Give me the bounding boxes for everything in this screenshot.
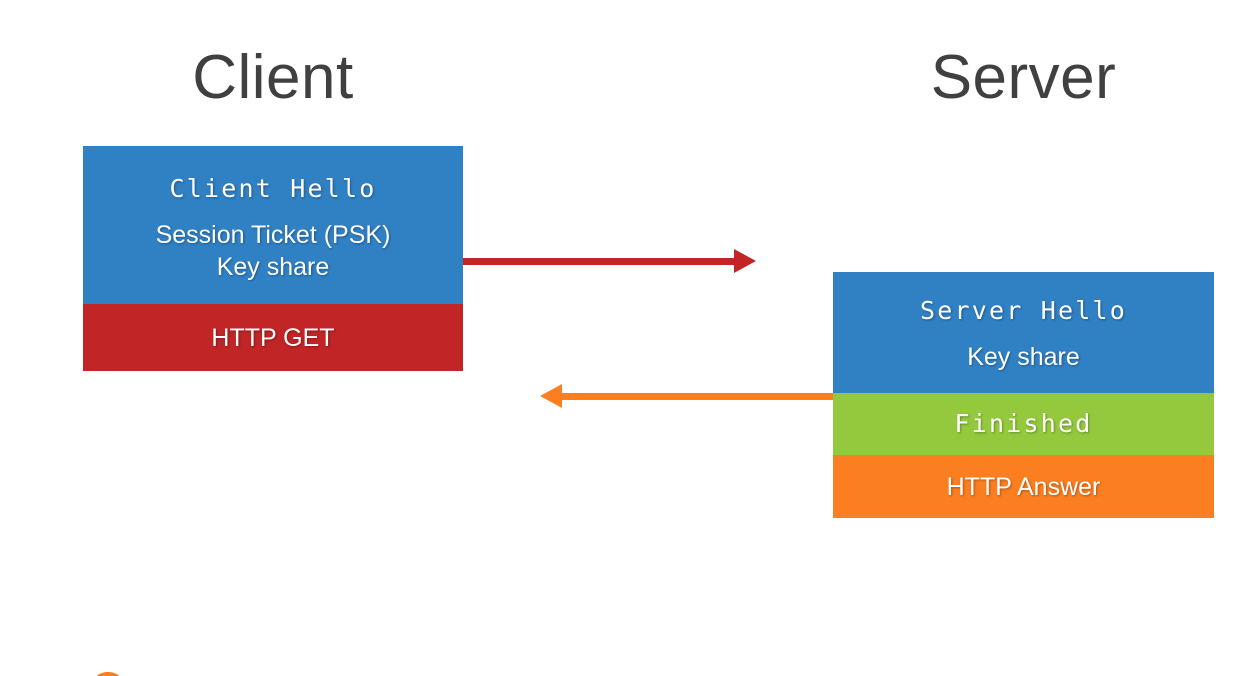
- http-get-label: HTTP GET: [211, 323, 335, 352]
- client-hello-label: Client Hello: [169, 174, 377, 203]
- http-answer-band: HTTP Answer: [833, 455, 1214, 518]
- server-hello-band: Server Hello Key share: [833, 272, 1214, 393]
- response-arrow-head: [540, 384, 562, 408]
- session-ticket-label: Session Ticket (PSK): [155, 221, 391, 249]
- server-message-stack: Server Hello Key share Finished HTTP Ans…: [833, 272, 1214, 518]
- client-column-title: Client: [192, 43, 354, 112]
- request-arrow-shaft: [463, 258, 734, 265]
- client-message-stack: Client Hello Session Ticket (PSK) Key sh…: [83, 146, 463, 371]
- finished-band: Finished: [833, 393, 1214, 455]
- client-key-share-label: Key share: [216, 253, 330, 281]
- server-column-title: Server: [930, 43, 1117, 112]
- http-answer-label: HTTP Answer: [946, 472, 1101, 501]
- response-arrow-shaft: [562, 393, 833, 400]
- server-key-share-label: Key share: [967, 342, 1080, 371]
- http-get-band: HTTP GET: [83, 304, 463, 371]
- bottom-cutoff-marker-icon: [95, 672, 121, 676]
- server-hello-label: Server Hello: [919, 295, 1127, 325]
- request-arrow-head: [734, 249, 756, 273]
- client-hello-band: Client Hello Session Ticket (PSK) Key sh…: [83, 146, 463, 304]
- finished-label: Finished: [954, 409, 1093, 438]
